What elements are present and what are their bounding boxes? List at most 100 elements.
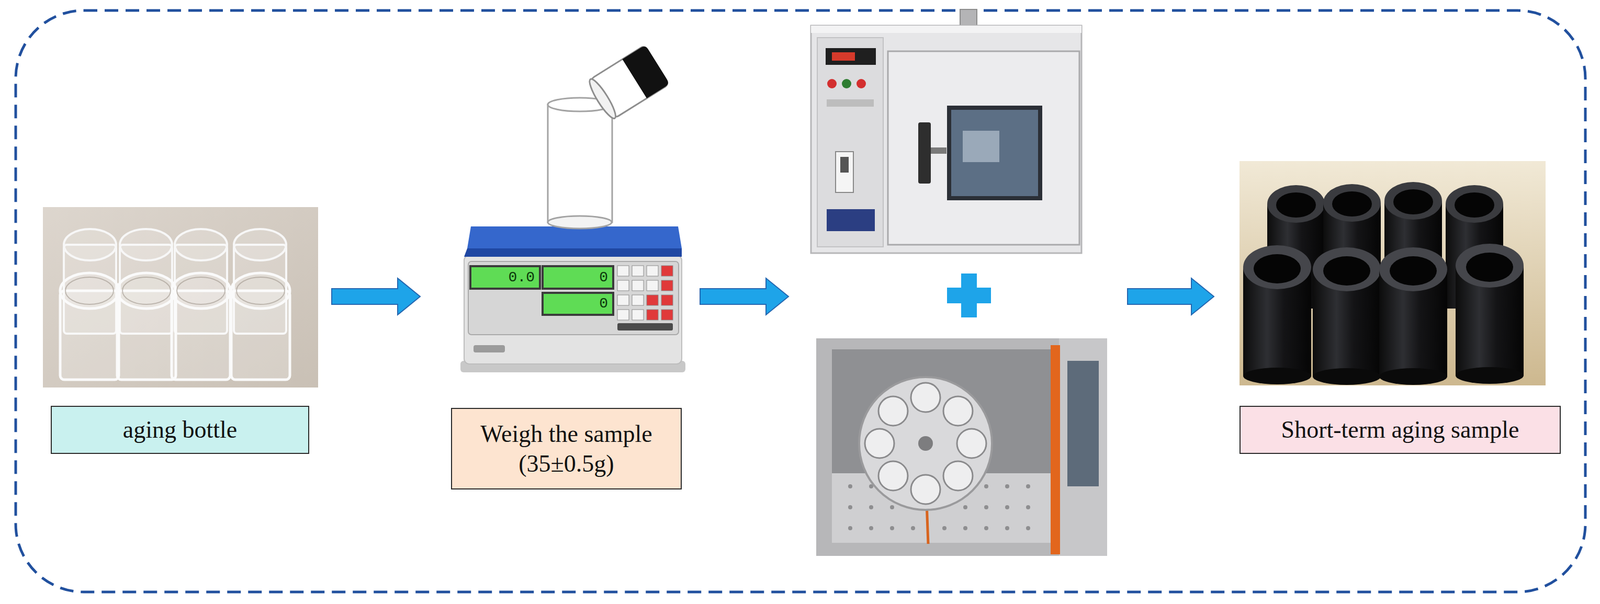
scale-illustration	[646, 280, 659, 291]
scale-illustration	[460, 44, 686, 373]
oven-interior-photo	[943, 396, 973, 426]
oven-illustration	[810, 9, 1082, 254]
oven-interior-photo	[878, 396, 908, 426]
oven-illustration	[810, 25, 1082, 33]
bottles-photo	[236, 277, 285, 305]
oven-interior-photo	[984, 526, 989, 531]
scale-illustration	[543, 267, 613, 288]
oven-interior-photo	[864, 382, 987, 505]
oven-illustration	[817, 37, 884, 247]
scale-illustration	[661, 280, 673, 291]
oven-illustration	[962, 130, 1000, 163]
scale-illustration	[547, 216, 612, 229]
oven-interior-photo	[848, 505, 853, 510]
oven-illustration	[835, 151, 854, 193]
oven-interior-photo	[878, 461, 908, 491]
oven-interior-photo	[1067, 361, 1099, 487]
oven-illustration	[826, 209, 875, 232]
cylinders-photo	[1243, 367, 1312, 385]
display-readout: 0.0	[471, 267, 539, 288]
cylinders-photo	[1239, 161, 1546, 386]
oven-interior-photo	[956, 429, 987, 459]
oven-illustration	[827, 79, 837, 89]
oven-interior-photo	[848, 484, 853, 489]
bottles-photo	[174, 229, 228, 261]
bottles-photo	[117, 273, 176, 309]
cylinders-photo	[1276, 192, 1316, 218]
bottles-photo	[60, 273, 119, 309]
flow-arrow	[700, 278, 789, 315]
oven-interior-photo	[889, 526, 895, 531]
bottles-photo	[42, 207, 319, 388]
oven-interior-photo	[864, 429, 895, 459]
oven-illustration	[887, 51, 1080, 245]
flow-arrow	[331, 278, 421, 315]
plus-sign	[947, 273, 991, 318]
bottles-photo	[231, 273, 290, 309]
scale-illustration	[646, 265, 659, 277]
oven-illustration	[951, 109, 1039, 197]
oven-interior-photo	[963, 505, 968, 510]
oven-interior-photo	[1026, 484, 1031, 489]
oven-illustration	[930, 147, 947, 154]
oven-interior-photo	[869, 505, 874, 510]
stage-label-box: Short-term aging sample	[1239, 406, 1561, 455]
scale-illustration	[646, 295, 659, 306]
bottles-photo	[42, 207, 319, 388]
oven-interior-photo	[942, 526, 947, 531]
scale-illustration	[473, 345, 505, 353]
stage-label: Weigh the sample (35±0.5g)	[461, 419, 672, 480]
oven-interior-photo	[1026, 526, 1031, 531]
flow-arrow	[1127, 278, 1214, 315]
oven-illustration	[856, 79, 866, 89]
scale-illustration	[661, 295, 673, 306]
display-readout: 0	[543, 267, 613, 288]
stage-label-box: aging bottle	[50, 406, 310, 455]
oven-interior-photo	[1005, 505, 1010, 510]
oven-interior-photo	[918, 436, 933, 452]
scale-illustration	[632, 280, 644, 291]
oven-illustration	[825, 48, 876, 65]
oven-interior-photo	[963, 526, 968, 531]
scale-illustration	[547, 104, 613, 223]
scale-illustration	[622, 44, 670, 99]
oven-interior-photo	[859, 377, 993, 511]
cylinders-photo	[1323, 184, 1381, 222]
cylinders-photo	[1239, 161, 1546, 386]
scale-illustration	[464, 248, 682, 257]
bottles-photo	[171, 273, 231, 309]
oven-interior-photo	[984, 484, 989, 489]
scale-illustration	[617, 265, 629, 277]
cylinders-photo	[1243, 245, 1312, 290]
cylinders-photo	[1389, 256, 1437, 286]
scale-illustration	[468, 261, 679, 335]
oven-interior-photo	[910, 382, 941, 413]
dashed-frame	[15, 10, 1586, 593]
cylinders-photo	[1466, 252, 1514, 283]
oven-interior-photo	[848, 526, 853, 531]
cylinders-photo	[1332, 191, 1372, 217]
display-readout: 0	[543, 294, 613, 314]
bottles-photo	[119, 229, 173, 261]
scale-illustration	[469, 265, 542, 290]
cylinders-photo	[1312, 247, 1381, 292]
cylinders-photo	[1379, 247, 1448, 292]
cylinders-photo	[1384, 182, 1442, 220]
bottles-photo	[122, 277, 171, 305]
oven-interior-photo	[816, 338, 1108, 557]
cylinders-photo	[1267, 185, 1325, 223]
bottles-photo	[65, 277, 114, 305]
oven-interior-photo	[984, 505, 989, 510]
cylinders-photo	[1323, 256, 1371, 286]
oven-illustration	[826, 99, 874, 107]
oven-interior-photo	[943, 461, 973, 491]
oven-interior-photo	[910, 475, 941, 505]
oven-illustration	[831, 52, 855, 61]
oven-interior-photo	[816, 338, 1108, 557]
scale-illustration	[464, 255, 682, 365]
scale-illustration	[632, 295, 644, 306]
scale-illustration	[632, 309, 644, 321]
scale-illustration	[541, 291, 615, 317]
scale-illustration	[617, 309, 629, 321]
